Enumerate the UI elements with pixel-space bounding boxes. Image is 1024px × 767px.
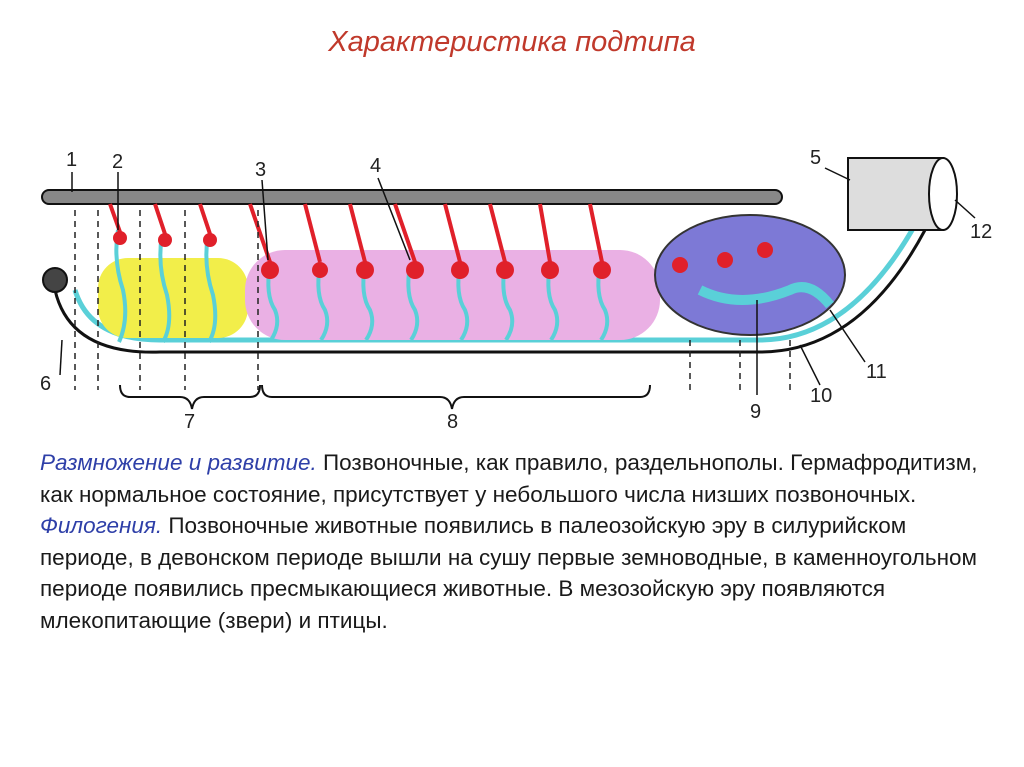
label-7: 7 (184, 411, 195, 433)
metanephros-zone (654, 214, 846, 336)
glomeruli (113, 231, 773, 279)
label-8: 8 (447, 411, 458, 433)
paragraph-reproduction: Размножение и развитие. Позвоночные, как… (40, 447, 990, 510)
page-title: Характеристика подтипа (328, 26, 696, 58)
nephron-segments (114, 229, 610, 344)
description-text: Размножение и развитие. Позвоночные, как… (40, 447, 990, 636)
label-5: 5 (810, 147, 821, 169)
brace-7 (119, 384, 261, 410)
label-1: 1 (66, 149, 77, 171)
cloaca-tube (847, 157, 944, 231)
heading-phylogeny: Филогения. (40, 513, 163, 538)
segment-dividers (74, 210, 791, 390)
kidney-diagram: 1 2 3 4 5 6 7 8 9 10 11 12 (40, 147, 992, 433)
duct-inner (72, 223, 918, 343)
aorta (41, 189, 783, 205)
leader-lines (59, 167, 976, 395)
label-10: 10 (810, 385, 832, 407)
label-6: 6 (40, 373, 51, 395)
body-phylogeny: Позвоночные животные появились в палеозо… (40, 513, 978, 633)
cloaca-opening (928, 157, 958, 231)
pronephros-zone (98, 258, 248, 338)
body-reproduction: Позвоночные, как правило, раздельнополы.… (40, 450, 978, 507)
label-2: 2 (112, 151, 123, 173)
label-9: 9 (750, 401, 761, 423)
label-3: 3 (255, 159, 266, 181)
heading-reproduction: Размножение и развитие. (40, 450, 317, 475)
duct-outer (53, 229, 927, 354)
metanephros-duct (697, 282, 834, 309)
vessel-branches (108, 203, 604, 263)
label-12: 12 (970, 221, 992, 243)
paragraph-phylogeny: Филогения. Позвоночные животные появилис… (40, 510, 990, 636)
brace-8 (261, 384, 651, 410)
nephrostome (42, 267, 68, 293)
label-4: 4 (370, 155, 381, 177)
label-11: 11 (866, 361, 887, 383)
